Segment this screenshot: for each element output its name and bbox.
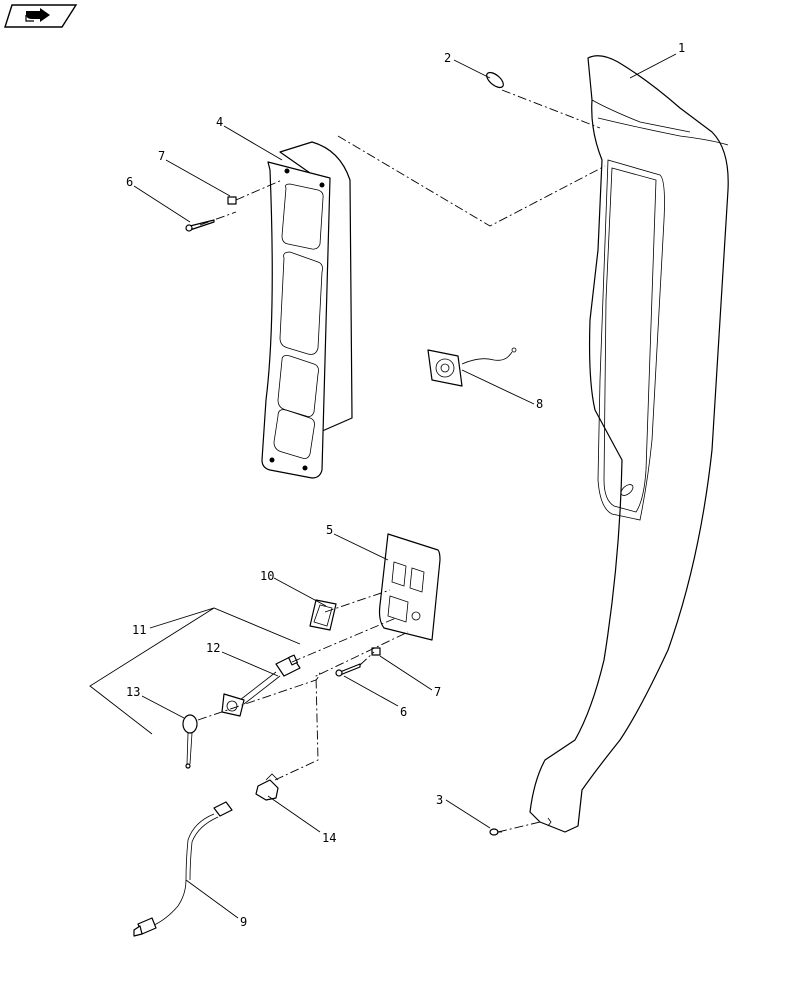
sensor-cable-part [133,801,233,937]
leader-lines [89,53,677,919]
callout-4: 4 [216,115,223,129]
callout-11: 11 [132,623,146,637]
switch-panel-part [378,533,441,641]
return-arrow-icon [25,8,50,22]
callout-7-upper: 7 [158,149,165,163]
callout-10: 10 [260,569,274,583]
assembly-lines [197,89,606,833]
callout-6-upper: 6 [126,175,133,189]
instrument-bezel-part [261,141,353,479]
callout-7-lower: 7 [434,685,441,699]
speaker-part [427,347,517,387]
callout-labels: 1 2 3 4 5 6 6 7 7 8 9 10 11 12 13 14 [126,41,685,929]
callout-14: 14 [322,831,336,845]
back-nav-button[interactable] [4,4,78,28]
callout-5: 5 [326,523,333,537]
retaining-clip-part [489,828,502,836]
pillar-trim-panel [529,55,729,833]
grommet-part [486,71,504,89]
callout-12: 12 [206,641,220,655]
nut-part-upper [227,196,237,205]
callout-8: 8 [536,397,543,411]
callout-6-lower: 6 [400,705,407,719]
plug-cap-part [182,714,198,769]
callout-9: 9 [240,915,247,929]
nut-part-lower [371,647,381,656]
callout-2: 2 [444,51,451,65]
callout-13: 13 [126,685,140,699]
control-knob-part [255,773,279,801]
gasket-part [309,599,337,631]
callout-3: 3 [436,793,443,807]
connector-harness-part [221,654,301,717]
callout-1: 1 [678,41,685,55]
screw-part-lower [335,663,361,677]
